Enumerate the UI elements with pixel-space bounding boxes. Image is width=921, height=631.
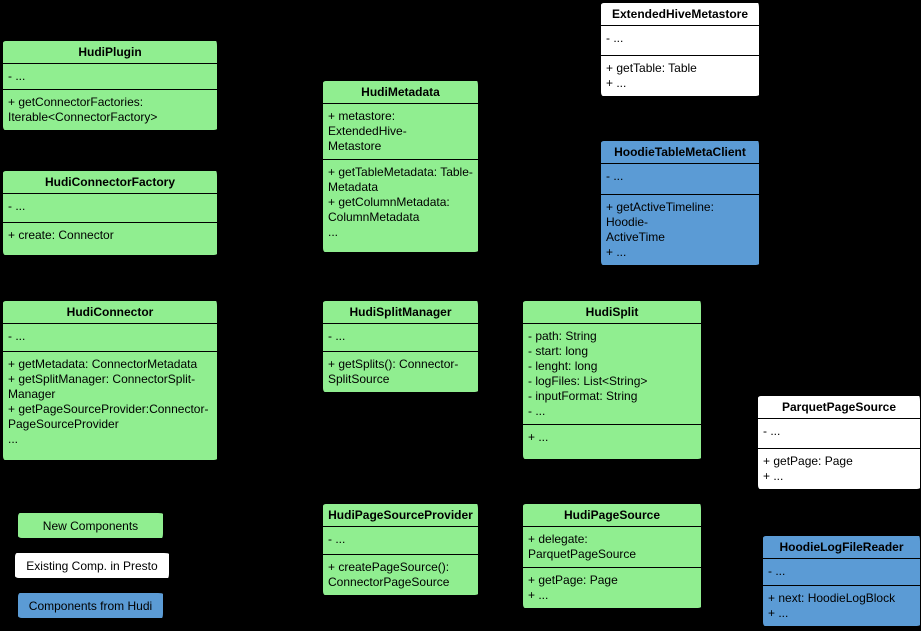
legend-existing-presto-components: Existing Comp. in Presto bbox=[14, 552, 170, 579]
class-attributes: - ... bbox=[758, 419, 920, 449]
class-attributes: - ... bbox=[3, 194, 217, 223]
class-methods: + getTableMetadata: Table- Metadata + ge… bbox=[328, 165, 473, 239]
class-methods: + getPage: Page + ... bbox=[528, 573, 618, 602]
class-methods: + createPageSource(): ConnectorPageSourc… bbox=[328, 560, 450, 589]
class-hoodie-table-meta-client: HoodieTableMetaClient - ... + getActiveT… bbox=[600, 140, 760, 266]
class-title: HoodieTableMetaClient bbox=[601, 141, 759, 164]
class-methods: + getConnectorFactories: Iterable<Connec… bbox=[8, 95, 158, 124]
legend-label: New Components bbox=[42, 518, 139, 533]
class-attributes: - path: String - start: long - lenght: l… bbox=[523, 324, 701, 425]
class-methods: + next: HoodieLogBlock + ... bbox=[768, 591, 896, 620]
class-attributes: - ... bbox=[323, 527, 478, 555]
class-title: HudiMetadata bbox=[323, 81, 478, 104]
class-hudi-plugin: HudiPlugin - ... + getConnectorFactories… bbox=[2, 40, 218, 131]
class-title: HoodieLogFileReader bbox=[763, 536, 920, 559]
class-title: HudiSplitManager bbox=[323, 301, 478, 324]
class-attributes: + delegate: ParquetPageSource bbox=[523, 527, 701, 568]
class-methods: + getActiveTimeline: Hoodie- ActiveTime … bbox=[606, 200, 714, 259]
class-hudi-split-manager: HudiSplitManager - ... + getSplits(): Co… bbox=[322, 300, 479, 393]
class-attributes: - ... bbox=[601, 26, 759, 56]
class-title: HudiPageSourceProvider bbox=[323, 504, 478, 527]
class-methods: + getMetadata: ConnectorMetadata + getSp… bbox=[8, 357, 209, 446]
class-title: ParquetPageSource bbox=[758, 396, 920, 419]
class-title: HudiConnectorFactory bbox=[3, 171, 217, 194]
class-hoodie-log-file-reader: HoodieLogFileReader - ... + next: Hoodie… bbox=[762, 535, 921, 627]
class-methods: + getSplits(): Connector- SplitSource bbox=[328, 357, 459, 386]
class-title: HudiSplit bbox=[523, 301, 701, 324]
class-methods: + create: Connector bbox=[8, 228, 114, 242]
class-hudi-connector-factory: HudiConnectorFactory - ... + create: Con… bbox=[2, 170, 218, 256]
class-title: HudiConnector bbox=[3, 301, 217, 324]
class-attributes: - ... bbox=[763, 559, 920, 586]
class-hudi-metadata: HudiMetadata + metastore: ExtendedHive- … bbox=[322, 80, 479, 253]
legend-new-components: New Components bbox=[17, 512, 164, 539]
class-attributes: - ... bbox=[3, 64, 217, 90]
class-methods: + getPage: Page + ... bbox=[763, 454, 853, 483]
class-attributes: - ... bbox=[3, 324, 217, 352]
legend-hudi-components: Components from Hudi bbox=[17, 592, 164, 619]
class-attributes: - ... bbox=[601, 164, 759, 195]
class-attributes: - ... bbox=[323, 324, 478, 352]
class-title: HudiPageSource bbox=[523, 504, 701, 527]
legend-label: Components from Hudi bbox=[28, 598, 153, 613]
class-methods: + ... bbox=[528, 430, 549, 444]
class-hudi-connector: HudiConnector - ... + getMetadata: Conne… bbox=[2, 300, 218, 461]
class-title: HudiPlugin bbox=[3, 41, 217, 64]
class-extended-hive-metastore: ExtendedHiveMetastore - ... + getTable: … bbox=[600, 2, 760, 97]
class-hudi-page-source: HudiPageSource + delegate: ParquetPageSo… bbox=[522, 503, 702, 609]
legend-label: Existing Comp. in Presto bbox=[26, 558, 158, 573]
class-title: ExtendedHiveMetastore bbox=[601, 3, 759, 26]
class-methods: + getTable: Table + ... bbox=[606, 61, 697, 90]
class-hudi-page-source-provider: HudiPageSourceProvider - ... + createPag… bbox=[322, 503, 479, 596]
class-attributes: + metastore: ExtendedHive- Metastore bbox=[323, 104, 478, 160]
class-hudi-split: HudiSplit - path: String - start: long -… bbox=[522, 300, 702, 460]
class-parquet-page-source: ParquetPageSource - ... + getPage: Page … bbox=[757, 395, 921, 490]
